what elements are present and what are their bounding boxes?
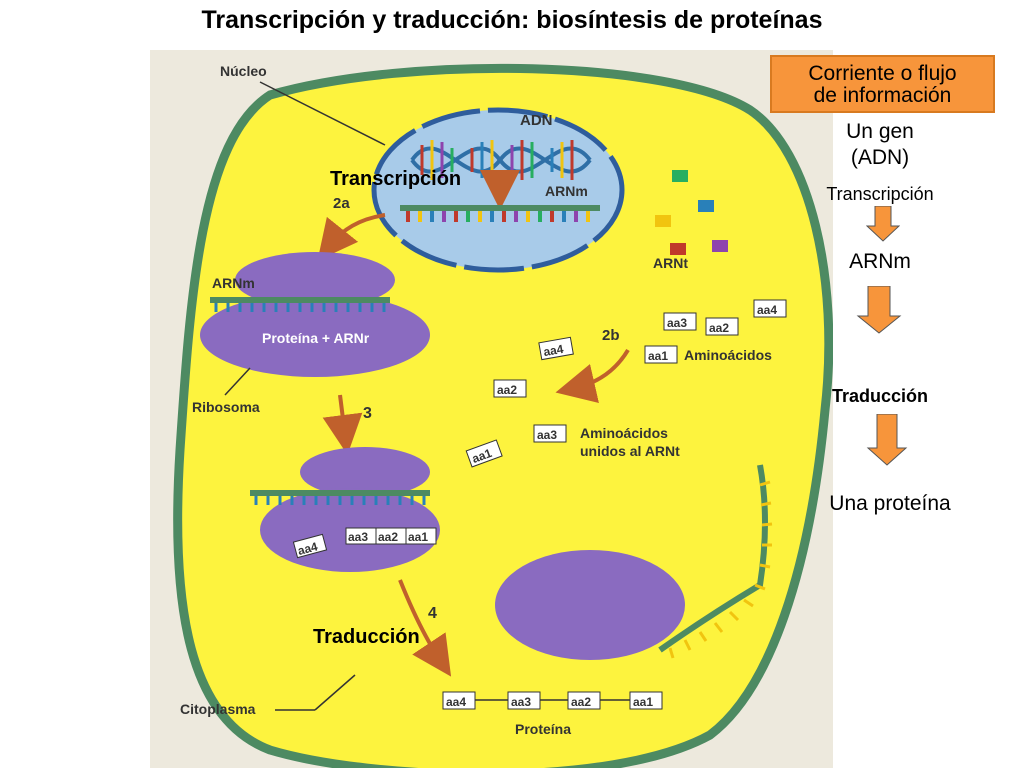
- flow-arrow-2: [856, 286, 902, 334]
- gen-line-2: (ADN): [850, 146, 910, 169]
- information-flow-line-2: de información: [813, 84, 952, 107]
- free-aa2: aa2: [709, 321, 729, 335]
- bound-aa1: aa1: [470, 446, 494, 466]
- bound-aa2: aa2: [497, 383, 517, 397]
- bound-aa3: aa3: [537, 428, 557, 442]
- free-aa3: aa3: [667, 316, 687, 330]
- free-aa4: aa4: [757, 303, 777, 317]
- traduccion-overlay-label: Traducción: [313, 626, 420, 648]
- information-flow-box: Corriente o flujo de información: [770, 55, 995, 113]
- nucleo-label: Núcleo: [220, 63, 267, 79]
- arnm-nucleus-label: ARNm: [545, 183, 588, 199]
- transcripcion-overlay-label: Transcripción: [330, 168, 462, 190]
- proteina-arnr-label: Proteína + ARNr: [262, 330, 370, 346]
- aminoacidos-unidos-label-2: unidos al ARNt: [580, 443, 680, 459]
- flow-transcripcion-label: Transcripción: [826, 184, 934, 204]
- flow-proteina-label: Una proteína: [829, 492, 951, 515]
- flow-arrow-1: [866, 206, 900, 242]
- citoplasma-label: Citoplasma: [180, 701, 256, 717]
- step-2a-label: 2a: [333, 195, 350, 212]
- citoplasma-pointer-2: [314, 674, 356, 711]
- flow-traduccion-label: Traducción: [831, 386, 929, 406]
- aminoacidos-unidos-label-1: Aminoácidos: [580, 425, 668, 441]
- ribosome-2-aa4: aa4: [296, 539, 319, 558]
- arrow-2b: [555, 348, 630, 404]
- arrow-4: [398, 579, 452, 677]
- protein-synthesis-diagram: ADN Núcleo ARNm 2a: [150, 50, 833, 768]
- ribosome-3: [495, 464, 773, 660]
- arrow-2a: [317, 213, 386, 261]
- information-flow-line-1: Corriente o flujo: [808, 62, 957, 85]
- free-amino-acids: aa3 aa2 aa4 aa1: [644, 299, 787, 364]
- trna-bound-amino-acids: aa4 aa2 aa3 aa1: [465, 336, 574, 468]
- aminoacidos-label: Aminoácidos: [684, 347, 772, 363]
- arnt-label: ARNt: [653, 255, 688, 271]
- ribosome-2-aa2: aa2: [378, 530, 398, 544]
- arnm-ribosome-label: ARNm: [212, 275, 255, 291]
- ribosoma-pointer: [224, 367, 251, 396]
- step-2b-label: 2b: [602, 327, 620, 344]
- nucleo-pointer: [259, 81, 386, 146]
- proteina-label: Proteína: [515, 721, 571, 737]
- step-4-label: 4: [428, 605, 437, 622]
- protein-chain: aa4 aa3 aa2 aa1: [442, 691, 663, 710]
- flow-arrow-3: [866, 414, 908, 466]
- free-aa1: aa1: [648, 349, 668, 363]
- ribosome-2-aa3: aa3: [348, 530, 368, 544]
- ribosoma-label: Ribosoma: [192, 399, 260, 415]
- page-title: Transcripción y traducción: biosíntesis …: [201, 6, 823, 34]
- arrow-3: [322, 394, 363, 455]
- mrna-nucleus-strand: [400, 205, 600, 222]
- chain-aa3: aa3: [511, 695, 531, 709]
- ribosome-2-aa-labels: aa3 aa2 aa1 aa4: [292, 527, 437, 559]
- ribosome-1: [200, 252, 430, 377]
- flow-arnm-label: ARNm: [849, 250, 911, 273]
- step-3-label: 3: [363, 405, 372, 422]
- ribosome-2-aa1: aa1: [408, 530, 428, 544]
- arnt-cluster: [655, 170, 728, 255]
- chain-aa1: aa1: [633, 695, 653, 709]
- chain-aa2: aa2: [571, 695, 591, 709]
- bound-aa4: aa4: [542, 342, 564, 359]
- gen-line-1: Un gen: [846, 120, 914, 143]
- adn-label: ADN: [520, 112, 553, 129]
- chain-aa4: aa4: [446, 695, 466, 709]
